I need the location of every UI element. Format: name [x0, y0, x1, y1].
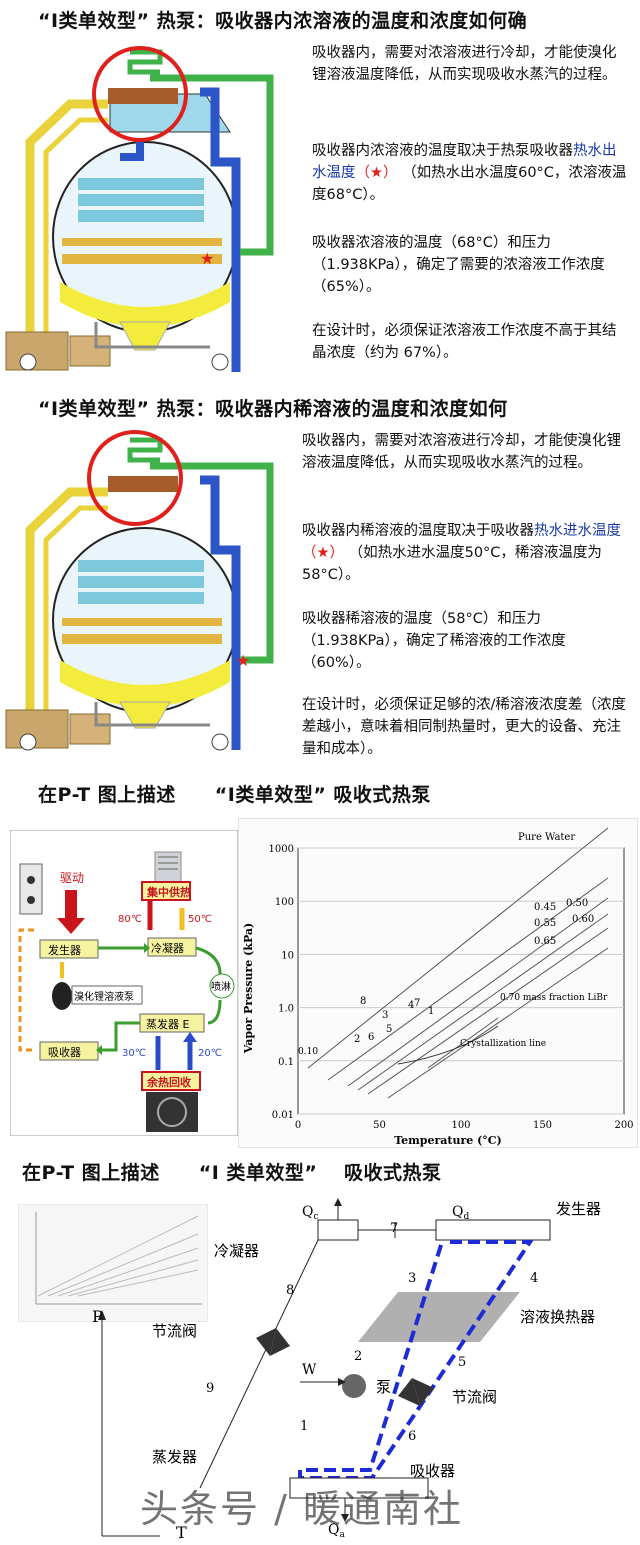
section2-paragraph-2: 吸收器内稀溶液的温度取决于吸收器热水进水温度 （★） （如热水进水温度50°C，稀… [302, 520, 632, 586]
temp-30: 30℃ [122, 1048, 146, 1059]
cycle-point-6: 6 [368, 1032, 374, 1043]
pt-chart: 1000 100 10 1.0 0.1 0.01 0 50 100 150 200 Vapor P… [238, 818, 638, 1148]
evaporator-label: 蒸发器 E [146, 1017, 189, 1031]
cycle-point-8: 8 [360, 996, 366, 1007]
drive-label: 驱动 [60, 871, 84, 885]
absorber-label: 吸收器 [48, 1045, 81, 1059]
x-tick-label: 50 [373, 1120, 386, 1131]
temp-50: 50℃ [188, 914, 212, 925]
condenser-label: 冷凝器 [151, 941, 184, 955]
chart-ylabel: Vapor Pressure (kPa) [242, 923, 255, 1055]
flow-diagram: 驱动 集中供热 80℃ 50℃ 发生器 冷凝器 喷淋 溴化锂溶液泵 蒸发器 E … [10, 830, 238, 1136]
num-4: 4 [530, 1271, 538, 1286]
chart-xlabel: Temperature (°C) [394, 1134, 502, 1147]
num-2: 2 [354, 1349, 362, 1364]
y-tick-label: 1000 [269, 844, 294, 855]
star-icon: （★） [356, 165, 398, 181]
spray-label: 喷淋 [211, 980, 231, 993]
num-3: 3 [408, 1271, 416, 1286]
x-tick-label: 0 [295, 1120, 301, 1131]
section1-paragraph-4: 在设计时，必须保证浓溶液工作浓度不高于其结晶浓度（约为 67%）。 [312, 320, 630, 364]
cycle-point-5: 5 [386, 1024, 392, 1035]
cycle-point-7: 7 [414, 998, 420, 1009]
frac-050: 0.50 [566, 898, 588, 909]
section1-paragraph-1: 吸收器内，需要对浓溶液进行冷却，才能使溴化锂溶液温度降低，从而实现吸收水蒸汽的过… [312, 42, 630, 86]
heat-exchanger-label: 溶液换热器 [520, 1308, 595, 1326]
num-9: 9 [206, 1381, 214, 1396]
pump-label: 溴化锂溶液泵 [74, 990, 134, 1003]
y-tick-label: 0.1 [278, 1057, 294, 1068]
diagram-structure-2: ★ [6, 432, 270, 750]
crystallization-label: Crystallization line [460, 1039, 546, 1049]
central-heat-label: 集中供热 [146, 885, 191, 899]
axis-p-label: P [92, 1307, 103, 1326]
section1-p2-text-a: 吸收器内浓溶液的温度取决于热泵吸收器 [312, 143, 573, 159]
section3-title: 在P-T 图上描述 “I类单效型” 吸收式热泵 [38, 780, 431, 807]
svg-text:★: ★ [200, 249, 214, 268]
frac-070-label: 0.70 mass fraction LiBr [500, 993, 608, 1003]
num-7: 7 [390, 1221, 398, 1236]
frac-045: 0.45 [534, 902, 556, 913]
pump-icon [342, 1374, 366, 1398]
cycle-point-2: 2 [354, 1034, 360, 1045]
section2-p2-text-a: 吸收器内稀溶液的温度取决于吸收器 [302, 523, 534, 539]
frac-065: 0.65 [534, 936, 556, 947]
star-icon: （★） [302, 545, 344, 561]
heat-exchanger-icon [358, 1292, 520, 1342]
condenser-label: 冷凝器 [214, 1242, 259, 1260]
y-tick-label: 0.01 [272, 1110, 294, 1121]
section4-title: 在P-T 图上描述 “I 类单效型” 吸收式热泵 [22, 1158, 442, 1185]
heat-pump-diagram-2: ★ [0, 420, 298, 760]
section2-title: “I类单效型” 热泵：吸收器内稀溶液的温度和浓度如何 [38, 394, 508, 421]
num-8: 8 [286, 1283, 294, 1298]
pure-water-label: Pure Water [518, 832, 575, 843]
qd-label: Qd [452, 1204, 469, 1222]
cycle-point-1: 1 [428, 1006, 434, 1017]
section1-title: “I类单效型” 热泵：吸收器内浓溶液的温度和浓度如何确 [38, 6, 527, 33]
num-5: 5 [458, 1355, 466, 1370]
y-tick-label: 100 [275, 897, 294, 908]
num-6: 6 [408, 1429, 416, 1444]
heat-pump-diagram-1: ★ [0, 32, 298, 380]
y-tick-label: 1.0 [278, 1004, 294, 1015]
watermark-text: 头条号 / 暖通南社 [140, 1478, 463, 1533]
section1-paragraph-3: 吸收器浓溶液的温度（68°C）和压力（1.938KPa），确定了需要的浓溶液工作… [312, 232, 630, 298]
waste-heat-label: 余热回收 [146, 1075, 191, 1089]
section2-p2-text-b: （如热水进水温度50°C，稀溶液温度为58°C）。 [302, 545, 602, 583]
section2-paragraph-3: 吸收器稀溶液的温度（58°C）和压力（1.938KPa），确定了稀溶液的工作浓度… [302, 608, 632, 674]
x-tick-label: 100 [451, 1120, 470, 1131]
switch-icon [20, 864, 42, 914]
x-tick-label: 150 [533, 1120, 552, 1131]
generator-label: 发生器 [48, 943, 81, 957]
svg-text:★: ★ [236, 651, 250, 670]
section1-paragraph-2: 吸收器内浓溶液的温度取决于热泵吸收器热水出水温度（★） （如热水出水温度60°C… [312, 140, 630, 206]
frac-055: 0.55 [534, 918, 556, 929]
cycle-point-3: 3 [382, 1010, 388, 1021]
num-1: 1 [300, 1419, 308, 1434]
frac-060: 0.60 [572, 914, 594, 925]
qc-label: Qc [302, 1204, 319, 1222]
y-tick-label: 10 [281, 950, 294, 961]
throttle-valve-1-label: 节流阀 [152, 1322, 197, 1340]
temp-80: 80℃ [118, 914, 142, 925]
section2-paragraph-1: 吸收器内，需要对浓溶液进行冷却，才能使溴化锂溶液温度降低，从而实现吸收水蒸汽的过… [302, 430, 632, 474]
x-tick-label: 200 [614, 1120, 633, 1131]
diagram-structure: ★ [6, 48, 270, 372]
p10-label: 0.10 [298, 1047, 318, 1057]
generator-label: 发生器 [556, 1200, 601, 1218]
pump-icon [52, 982, 72, 1010]
section2-paragraph-4: 在设计时，必须保证足够的浓/稀溶液浓度差（浓度差越小，意味着相同制热量时，更大的… [302, 694, 632, 760]
throttle-valve-2-label: 节流阀 [452, 1388, 497, 1406]
section2-p2-highlight: 热水进水温度 [534, 523, 621, 539]
evaporator-label: 蒸发器 [152, 1448, 197, 1466]
w-label: W [302, 1362, 317, 1378]
temp-20: 20℃ [198, 1048, 222, 1059]
pump-label: 泵 [376, 1378, 391, 1396]
